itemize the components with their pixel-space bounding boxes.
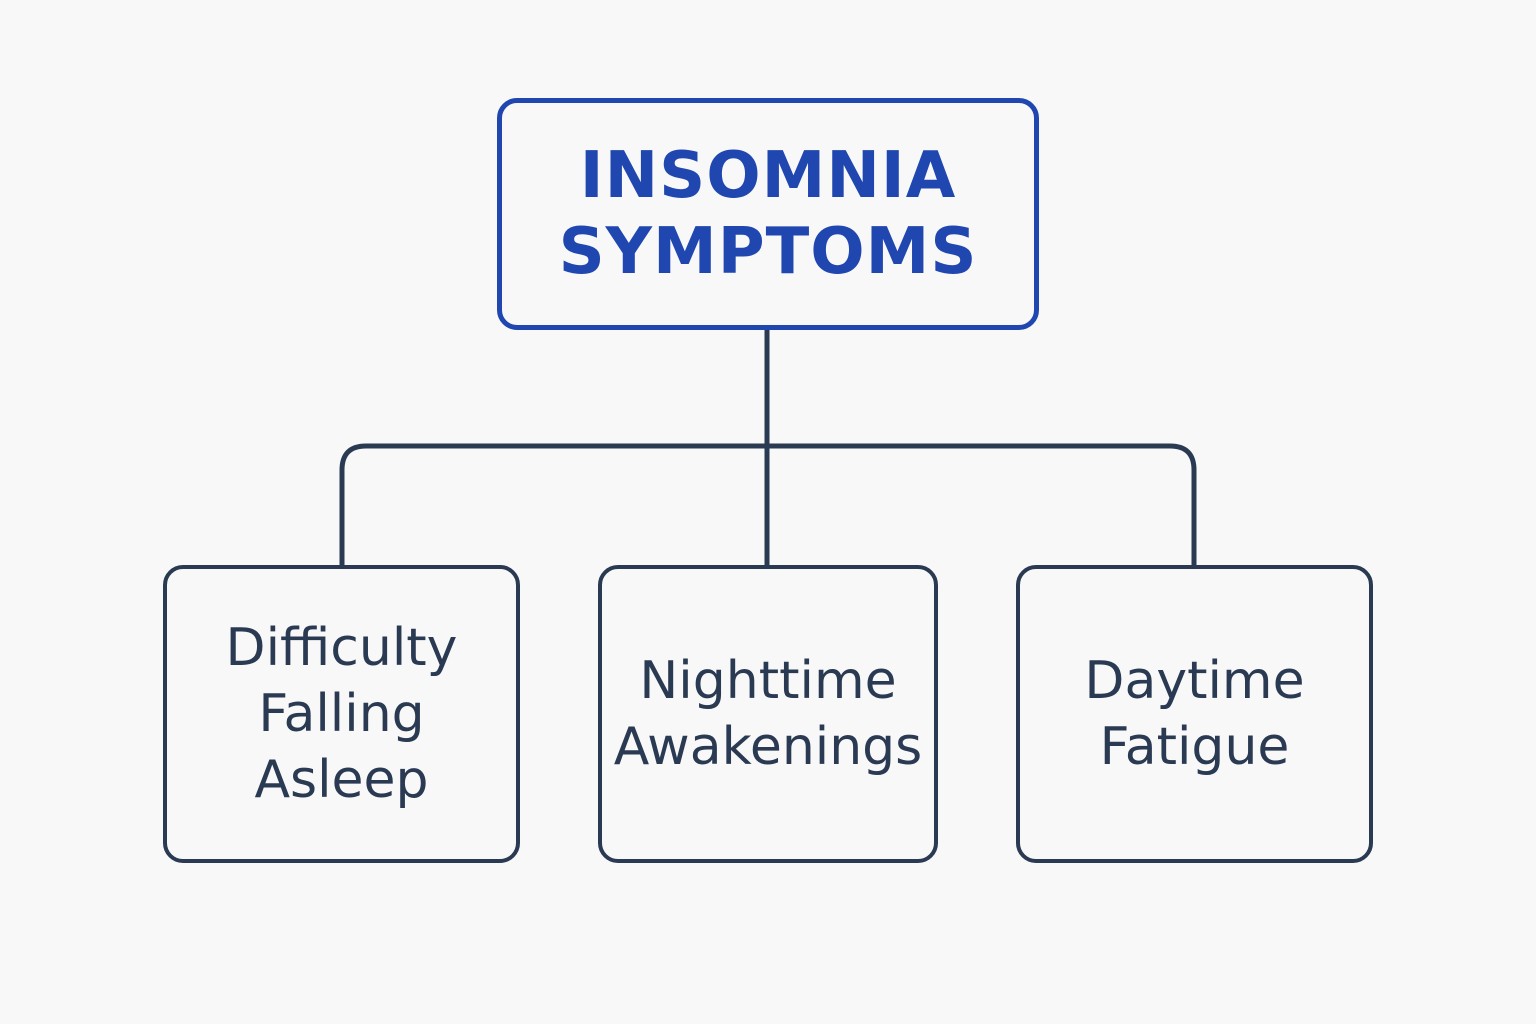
child-node-daytime-fatigue: Daytime Fatigue xyxy=(1016,565,1373,863)
child-1-line-3: Asleep xyxy=(254,750,429,810)
child-2-line-1: Nighttime xyxy=(639,651,897,711)
child-3-line-2: Fatigue xyxy=(1099,717,1290,777)
child-node-nighttime-awakenings: Nighttime Awakenings xyxy=(598,565,938,863)
root-title-line-2: SYMPTOMS xyxy=(558,215,978,289)
child-3-line-1: Daytime xyxy=(1084,651,1305,711)
child-2-line-2: Awakenings xyxy=(613,717,923,777)
root-title-line-1: INSOMNIA xyxy=(579,139,957,213)
child-1-line-1: Difficulty xyxy=(225,618,458,678)
root-node-insomnia-symptoms: INSOMNIA SYMPTOMS xyxy=(497,98,1039,330)
child-node-difficulty-falling-asleep: Difficulty Falling Asleep xyxy=(163,565,520,863)
child-1-line-2: Falling xyxy=(258,684,425,744)
connector-horizontal-bar xyxy=(339,443,1197,565)
